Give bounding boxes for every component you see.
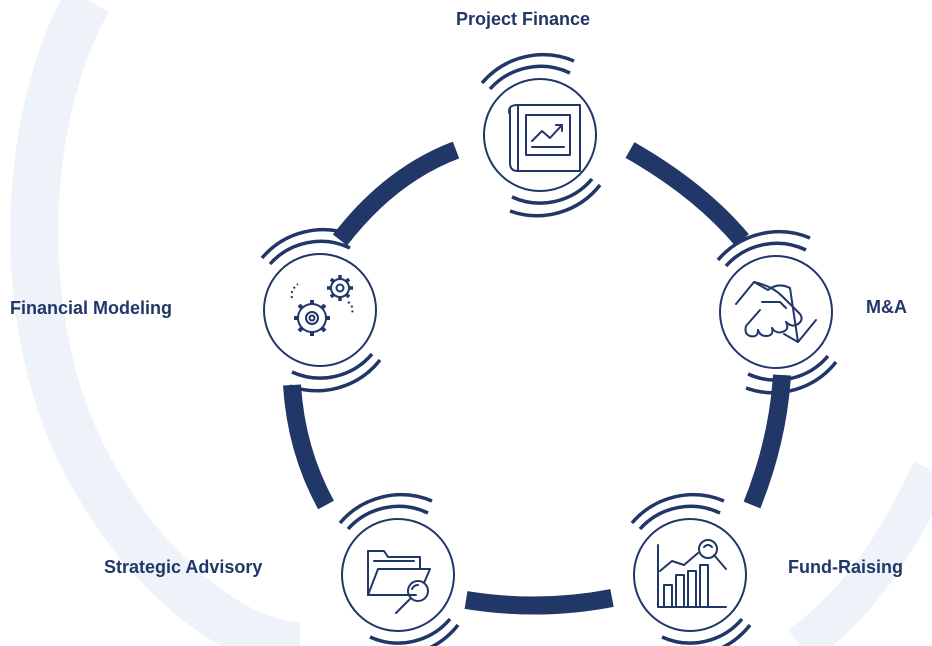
gears-icon [290, 275, 354, 336]
cycle-ring [283, 141, 791, 615]
ring-segment-right [743, 374, 791, 509]
node-ma[interactable] [716, 230, 838, 395]
node-project-finance[interactable] [480, 53, 602, 218]
node-fund-raising[interactable] [630, 493, 752, 646]
blueprint-chart-icon [508, 104, 581, 172]
label-fund-raising: Fund-Raising [788, 557, 903, 577]
label-project-finance: Project Finance [456, 9, 591, 29]
ring-segment-top-left [332, 141, 460, 246]
ring-segment-left [283, 384, 334, 510]
handshake-icon [735, 281, 817, 343]
bar-chart-magnifier-icon [657, 539, 727, 608]
label-financial-modeling: Financial Modeling [10, 298, 173, 318]
ring-segment-bottom [464, 589, 614, 615]
folder-search-icon [367, 550, 431, 614]
node-financial-modeling[interactable] [260, 228, 382, 393]
label-ma: M&A [866, 297, 907, 317]
node-strategic-advisory[interactable] [338, 493, 460, 646]
label-strategic-advisory: Strategic Advisory [104, 557, 263, 577]
ring-segment-top-right [625, 142, 749, 246]
